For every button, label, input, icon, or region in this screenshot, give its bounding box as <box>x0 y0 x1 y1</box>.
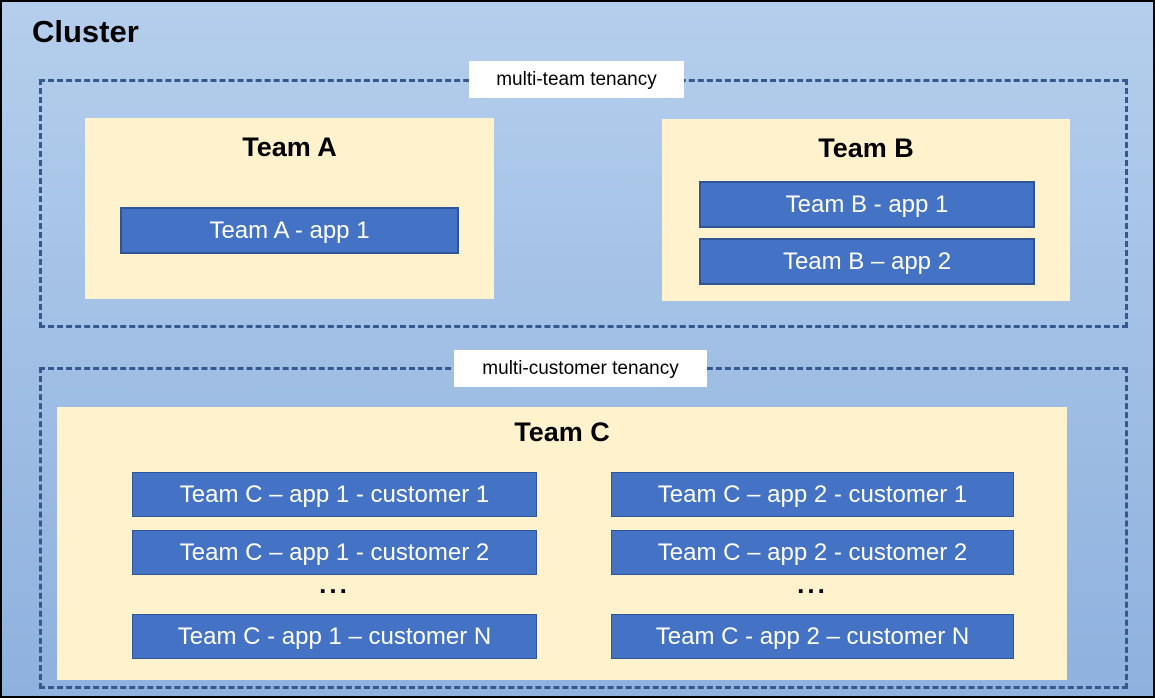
multi-customer-tenancy-label: multi-customer tenancy <box>454 350 707 387</box>
team-c-title: Team C <box>514 417 610 447</box>
team-c-app-1-customer-n-box: Team C - app 1 – customer N <box>132 614 537 659</box>
team-c-app-2-customer-2-box: Team C – app 2 - customer 2 <box>611 530 1014 575</box>
team-b-app-1-box: Team B - app 1 <box>699 181 1035 228</box>
team-c-app-2-ellipsis: ... <box>797 569 828 599</box>
team-a-app-1-box: Team A - app 1 <box>120 207 459 254</box>
team-c-app-2-customer-1-box: Team C – app 2 - customer 1 <box>611 472 1014 517</box>
team-c-app-1-ellipsis: ... <box>319 569 350 599</box>
team-b-title: Team B <box>818 133 914 163</box>
team-a-title: Team A <box>242 132 337 162</box>
multi-team-tenancy-box: multi-team tenancy Team A Team A - app 1… <box>39 61 1128 328</box>
team-c-app-1-customer-2-box: Team C – app 1 - customer 2 <box>132 530 537 575</box>
team-c-box: Team C Team C – app 1 - customer 1 Team … <box>57 407 1067 680</box>
multi-team-tenancy-label: multi-team tenancy <box>469 61 684 98</box>
team-c-app-1-customer-1-box: Team C – app 1 - customer 1 <box>132 472 537 517</box>
team-c-app-2-customer-n-box: Team C - app 2 – customer N <box>611 614 1014 659</box>
team-a-box: Team A Team A - app 1 <box>85 118 494 299</box>
team-c-app-2-column: Team C – app 2 - customer 1 Team C – app… <box>611 407 1014 680</box>
cluster-title: Cluster <box>32 14 139 49</box>
team-b-app-2-box: Team B – app 2 <box>699 238 1035 285</box>
multi-customer-tenancy-box: multi-customer tenancy Team C Team C – a… <box>39 350 1128 689</box>
team-c-app-1-column: Team C – app 1 - customer 1 Team C – app… <box>132 407 537 680</box>
team-b-box: Team B Team B - app 1 Team B – app 2 <box>662 119 1070 301</box>
